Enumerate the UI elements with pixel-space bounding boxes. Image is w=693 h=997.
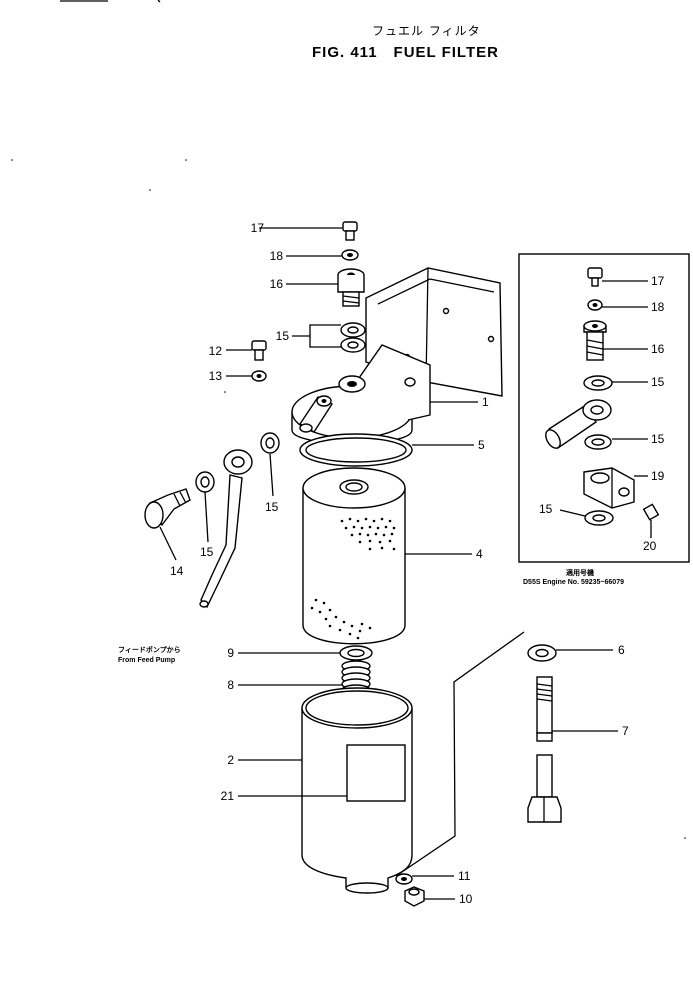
inset-plug-20	[642, 503, 660, 521]
scan-speck	[684, 837, 686, 839]
callout-7: 7	[622, 724, 629, 738]
scan-speck	[11, 159, 13, 161]
inset-callout-15a: 15	[651, 375, 665, 389]
scan-speck	[185, 159, 187, 161]
callout-10: 10	[459, 892, 473, 906]
leader-line	[204, 491, 209, 543]
callout-12: 12	[209, 344, 223, 358]
figure-title-english: FUEL FILTER	[393, 44, 499, 61]
inset-washer-15b	[584, 434, 612, 450]
assembly-leader	[395, 631, 525, 877]
inset-washer-15a	[583, 375, 613, 391]
callout-16: 16	[270, 277, 284, 291]
inset-washer-18	[587, 299, 603, 311]
inset-callout-18: 18	[651, 300, 665, 314]
banjo-eye	[223, 449, 253, 475]
callout-9: 9	[227, 646, 234, 660]
callout-15-right: 15	[265, 500, 279, 514]
fuel-inlet-pipe	[199, 474, 243, 609]
leader-line	[159, 526, 177, 561]
gasket-ring	[299, 433, 413, 467]
callout-17: 17	[251, 221, 265, 235]
leader-line	[269, 453, 274, 497]
callout-14: 14	[170, 564, 184, 578]
filter-element	[302, 467, 406, 645]
washer-15-banjo-right	[260, 432, 280, 454]
callout-1: 1	[482, 395, 489, 409]
callout-5: 5	[478, 438, 485, 452]
seal-9	[339, 645, 373, 661]
inset-note-japanese: 適用号機	[566, 568, 594, 577]
callout-15-top: 15	[276, 329, 290, 343]
callout-8: 8	[227, 678, 234, 692]
bowl-label-plate	[346, 744, 406, 802]
fitting-16	[337, 268, 365, 307]
inset-bolt-17	[587, 267, 603, 287]
washer-18	[341, 249, 359, 261]
figure-number: FIG. 411	[312, 44, 378, 61]
inset-fitting-16	[583, 320, 607, 361]
washer-15-banjo-left	[195, 471, 215, 493]
callout-6: 6	[618, 643, 625, 657]
feed-pump-note-english: From Feed Pump	[118, 657, 175, 664]
bolt-12	[251, 340, 267, 361]
callout-11: 11	[458, 869, 471, 883]
inset-callout-15c: 15	[539, 502, 553, 516]
callout-18: 18	[270, 249, 284, 263]
inset-callout-15b: 15	[651, 432, 665, 446]
callout-2: 2	[227, 753, 234, 767]
filter-head	[291, 344, 431, 445]
feed-pump-note-japanese: フィードポンプから	[118, 645, 181, 654]
washer-6	[527, 644, 557, 662]
scan-speck	[149, 189, 151, 191]
inset-callout-17: 17	[651, 274, 665, 288]
drain-plug-10	[404, 886, 425, 907]
callout-4: 4	[476, 547, 483, 561]
inset-callout-19: 19	[651, 469, 665, 483]
inset-frame	[518, 253, 690, 563]
inset-block-19	[583, 467, 635, 509]
washer-13	[251, 370, 267, 382]
inset-callout-16: 16	[651, 342, 665, 356]
callout-13: 13	[209, 369, 223, 383]
callout-15-left: 15	[200, 545, 214, 559]
leader-line	[292, 324, 341, 348]
washer-15-lower	[340, 337, 366, 353]
scan-speck	[224, 391, 226, 393]
leader-line	[559, 509, 586, 517]
bolt-17	[342, 221, 358, 241]
washer-15-upper	[340, 322, 366, 338]
callout-21: 21	[221, 789, 235, 803]
center-bolt-7	[527, 676, 562, 823]
inset-washer-15c	[584, 510, 614, 526]
title-japanese: フュエル フィルタ	[372, 24, 481, 38]
washer-11	[395, 873, 413, 885]
banjo-bolt-14	[144, 488, 191, 529]
inset-callout-20: 20	[643, 539, 657, 553]
corner-mark	[157, 0, 161, 3]
inset-banjo-fitting	[545, 399, 612, 450]
inset-note-english: D55S Engine No. 59235~66079	[523, 579, 624, 586]
figure-title: FIG. 411 FUEL FILTER	[312, 44, 499, 61]
